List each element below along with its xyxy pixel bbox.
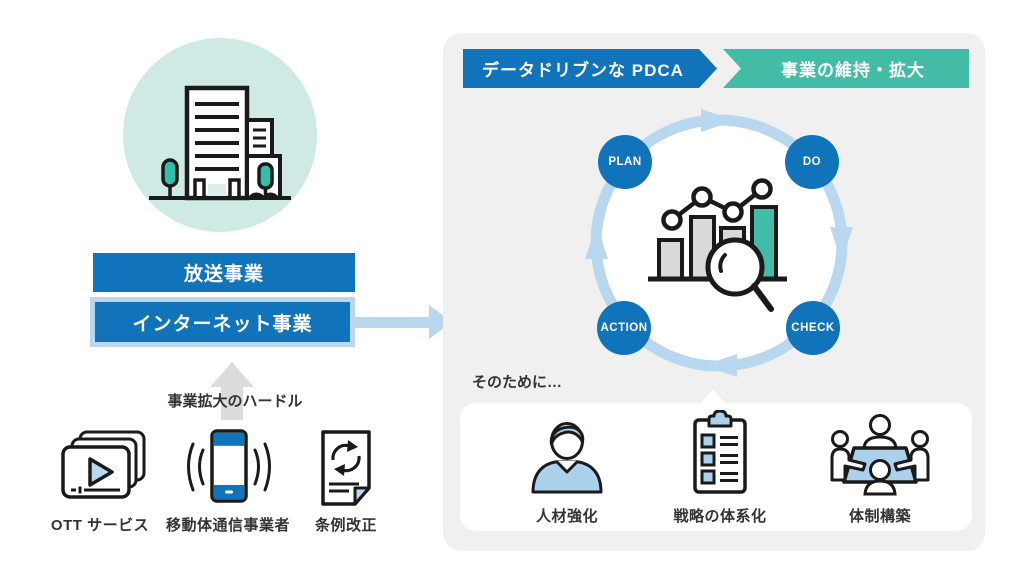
clipboard-checklist-icon	[693, 410, 747, 494]
banner-data-driven-pdca: データドリブンな PDCA	[463, 49, 717, 88]
hurdle-up-arrow-icon	[210, 362, 254, 387]
pdca-node-action: ACTION	[597, 301, 651, 355]
building-icon	[149, 85, 291, 201]
person-icon	[531, 422, 603, 494]
ott-service-label: OTT サービス	[50, 517, 150, 534]
flow-arrow-right-icon	[355, 317, 431, 328]
pdca-node-do-label: DO	[802, 156, 822, 168]
banner-data-driven-pdca-label: データドリブンな PDCA	[482, 61, 684, 80]
document-refresh-icon	[321, 430, 371, 506]
mobile-carrier-label: 移動体通信事業者	[165, 517, 290, 534]
smartphone-signal-icon	[187, 429, 271, 503]
pdca-node-check-label: CHECK	[791, 322, 835, 334]
strategy-systematization-label: 戦略の体系化	[673, 508, 767, 525]
chart-magnifier-icon	[648, 178, 787, 312]
pdca-node-plan-label: PLAN	[608, 156, 642, 168]
hurdle-up-arrow-shaft-icon	[221, 386, 243, 420]
company-illustration	[123, 38, 317, 232]
structure-building-label: 体制構築	[848, 508, 911, 525]
meeting-table-icon	[830, 414, 930, 496]
purpose-card-notch-icon	[700, 389, 726, 404]
ordinance-revision-label: 条例改正	[314, 517, 377, 534]
pdca-node-action-label: ACTION	[600, 322, 648, 334]
banner-business-expansion: 事業の維持・拡大	[723, 49, 969, 88]
video-stack-icon	[61, 430, 146, 499]
banner-business-expansion-label: 事業の維持・拡大	[781, 61, 925, 80]
pdca-cycle-ring-icon	[585, 109, 853, 377]
pdca-node-check: CHECK	[786, 301, 840, 355]
internet-business-box: インターネット事業	[90, 297, 355, 347]
talent-strengthening-label: 人材強化	[535, 508, 598, 525]
internet-business-label: インターネット事業	[132, 313, 313, 335]
broadcast-business-box: 放送事業	[93, 253, 355, 292]
pdca-node-do: DO	[785, 135, 839, 189]
pdca-node-plan: PLAN	[598, 135, 652, 189]
purpose-intro-label: そのために…	[472, 374, 563, 391]
hurdle-label: 事業拡大のハードル	[167, 393, 303, 410]
broadcast-business-label: 放送事業	[183, 264, 264, 285]
